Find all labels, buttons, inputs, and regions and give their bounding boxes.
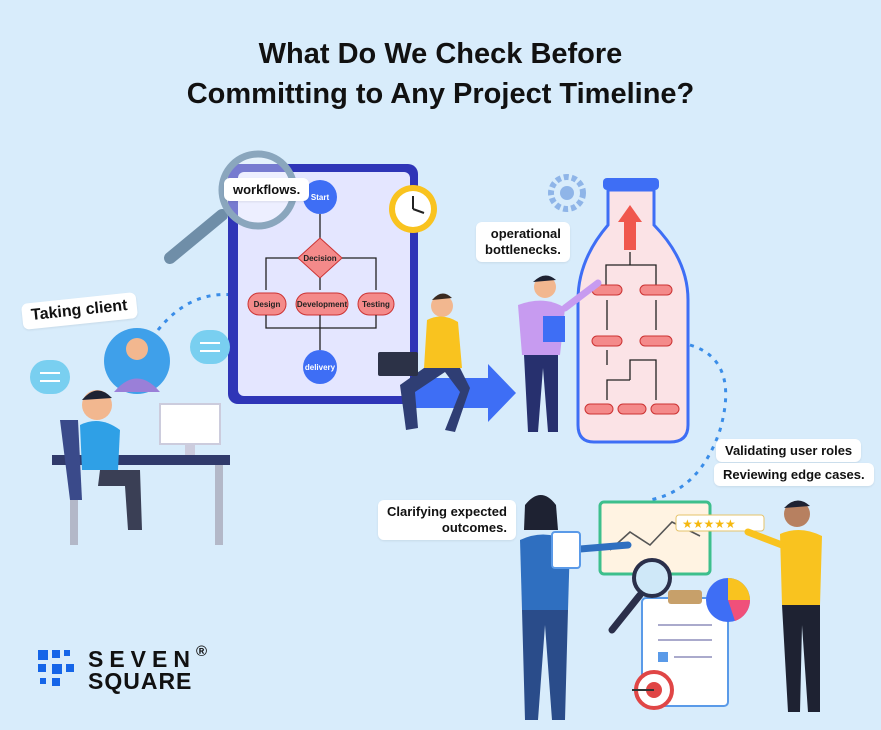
logo-square: SQUARE [88,668,193,694]
page-title: What Do We Check Before Committing to An… [0,34,881,114]
person-laptop [378,293,470,432]
flowchart-decision-label: Decision [303,254,337,263]
desk-operator [52,390,230,545]
workflows-label: workflows. [224,178,310,201]
pie-chart-icon [706,578,751,622]
svg-text:★★★★★: ★★★★★ [682,517,736,531]
reviewing-label: Reviewing edge cases. [714,463,874,486]
flowchart-design-label: Design [253,300,281,309]
dotted-connector-right [649,343,728,502]
chat-bubble-icon [30,360,70,394]
flowchart-delivery-label: delivery [304,363,336,372]
registered-mark: ® [196,643,208,660]
clarifying-outcomes-label: Clarifying expected outcomes. [378,500,516,540]
flowchart-start-label: Start [310,193,330,202]
flowchart-testing-label: Testing [362,300,390,309]
validating-label: Validating user roles [716,439,862,462]
chat-bubble-icon [190,330,230,364]
magnifier-icon [608,558,672,634]
logo-mark-icon [38,650,74,686]
flowchart-development-label: Development [296,300,348,309]
client-avatar [104,328,170,394]
gear-icon [548,174,586,212]
bottlenecks-line: bottlenecks. [485,242,561,257]
woman-with-tablet [520,495,632,720]
logo-seven: SEVEN [88,646,196,672]
clarifying-line: Clarifying expected [387,504,507,519]
person-pointing [518,275,602,432]
flowchart-board [228,164,418,404]
start-node [303,180,337,214]
man-yellow-shirt [744,500,822,712]
bottle-diagram [576,178,690,444]
operational-bottlenecks-label: operational bottlenecks. [476,222,570,262]
target-icon [632,670,674,710]
outcomes-line: outcomes. [441,520,507,535]
design-node [247,292,287,316]
clock-icon [389,185,437,233]
development-node [295,292,349,316]
delivery-node [303,350,337,384]
analytics-board: ★★★★★ [598,500,765,576]
dotted-connector-left [156,292,236,331]
operational-line: operational [490,226,561,241]
title-line-1: What Do We Check Before [258,38,623,70]
title-line-2: Committing to Any Project Timeline? [186,78,695,110]
